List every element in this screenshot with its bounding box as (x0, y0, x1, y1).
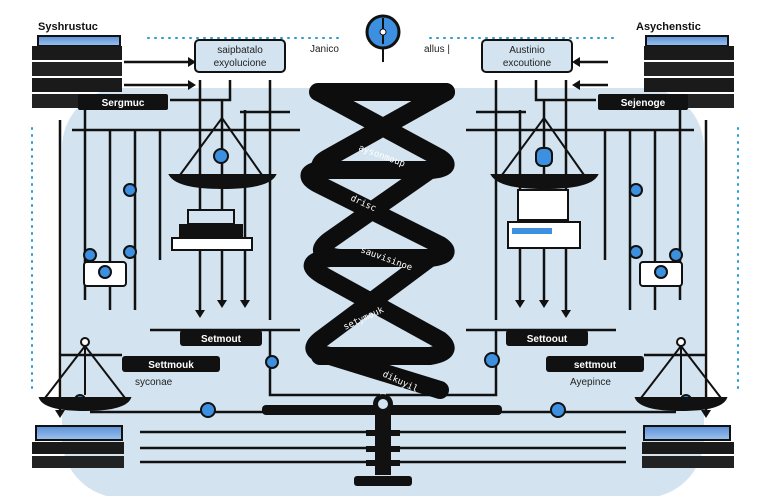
tag-setmout-left: Setmout (180, 330, 262, 346)
server-icon-bottom-left (32, 425, 124, 468)
svg-text:Sergmuc: Sergmuc (102, 98, 145, 109)
svg-text:Setmout: Setmout (201, 334, 242, 345)
tag-settmouk: Settmouk (122, 356, 220, 372)
tag-settmout-right: settmout (546, 356, 644, 372)
camera-icon-left (83, 261, 127, 287)
central-stand (262, 394, 502, 486)
helix-ribbon (300, 83, 455, 399)
camera-icon-right (639, 261, 683, 287)
svg-text:Austinio: Austinio (509, 45, 545, 56)
svg-text:Settmouk: Settmouk (148, 360, 194, 371)
balance-scale-upper-right (490, 117, 599, 249)
clock-icon (365, 14, 401, 62)
async-execution-box: Austinio excoutione (481, 39, 573, 73)
svg-text:excoutione: excoutione (503, 58, 552, 69)
balance-scale-left (38, 337, 132, 412)
svg-text:settmout: settmout (574, 360, 617, 371)
svg-text:Sejenoge: Sejenoge (621, 98, 666, 109)
title-left: Syshrustuc (38, 21, 98, 33)
arrowheads (55, 57, 711, 418)
caption-left: syconae (135, 377, 173, 388)
top-label-right: allus | (424, 44, 450, 55)
sync-execution-box: saipbatalo exyolucione (194, 39, 286, 73)
tag-sergmuc: Sergmuc (78, 94, 168, 110)
server-icon-left (32, 35, 122, 108)
balance-scale-right (634, 337, 728, 412)
svg-text:Settoout: Settoout (527, 334, 568, 345)
server-icon-right (644, 35, 734, 108)
tag-setmout-right: Settoout (506, 330, 588, 346)
title-right: Asychenstic (636, 21, 701, 33)
top-label-left: Janico (310, 44, 339, 55)
svg-text:saipbatalo: saipbatalo (217, 45, 263, 56)
svg-text:exyolucione: exyolucione (214, 58, 267, 69)
caption-right: Ayepince (570, 377, 611, 388)
balance-scale-upper-left (168, 117, 277, 251)
dotted-connectors (31, 37, 739, 391)
tag-sejenoge: Sejenoge (598, 94, 688, 110)
server-icon-bottom-right (642, 425, 734, 468)
